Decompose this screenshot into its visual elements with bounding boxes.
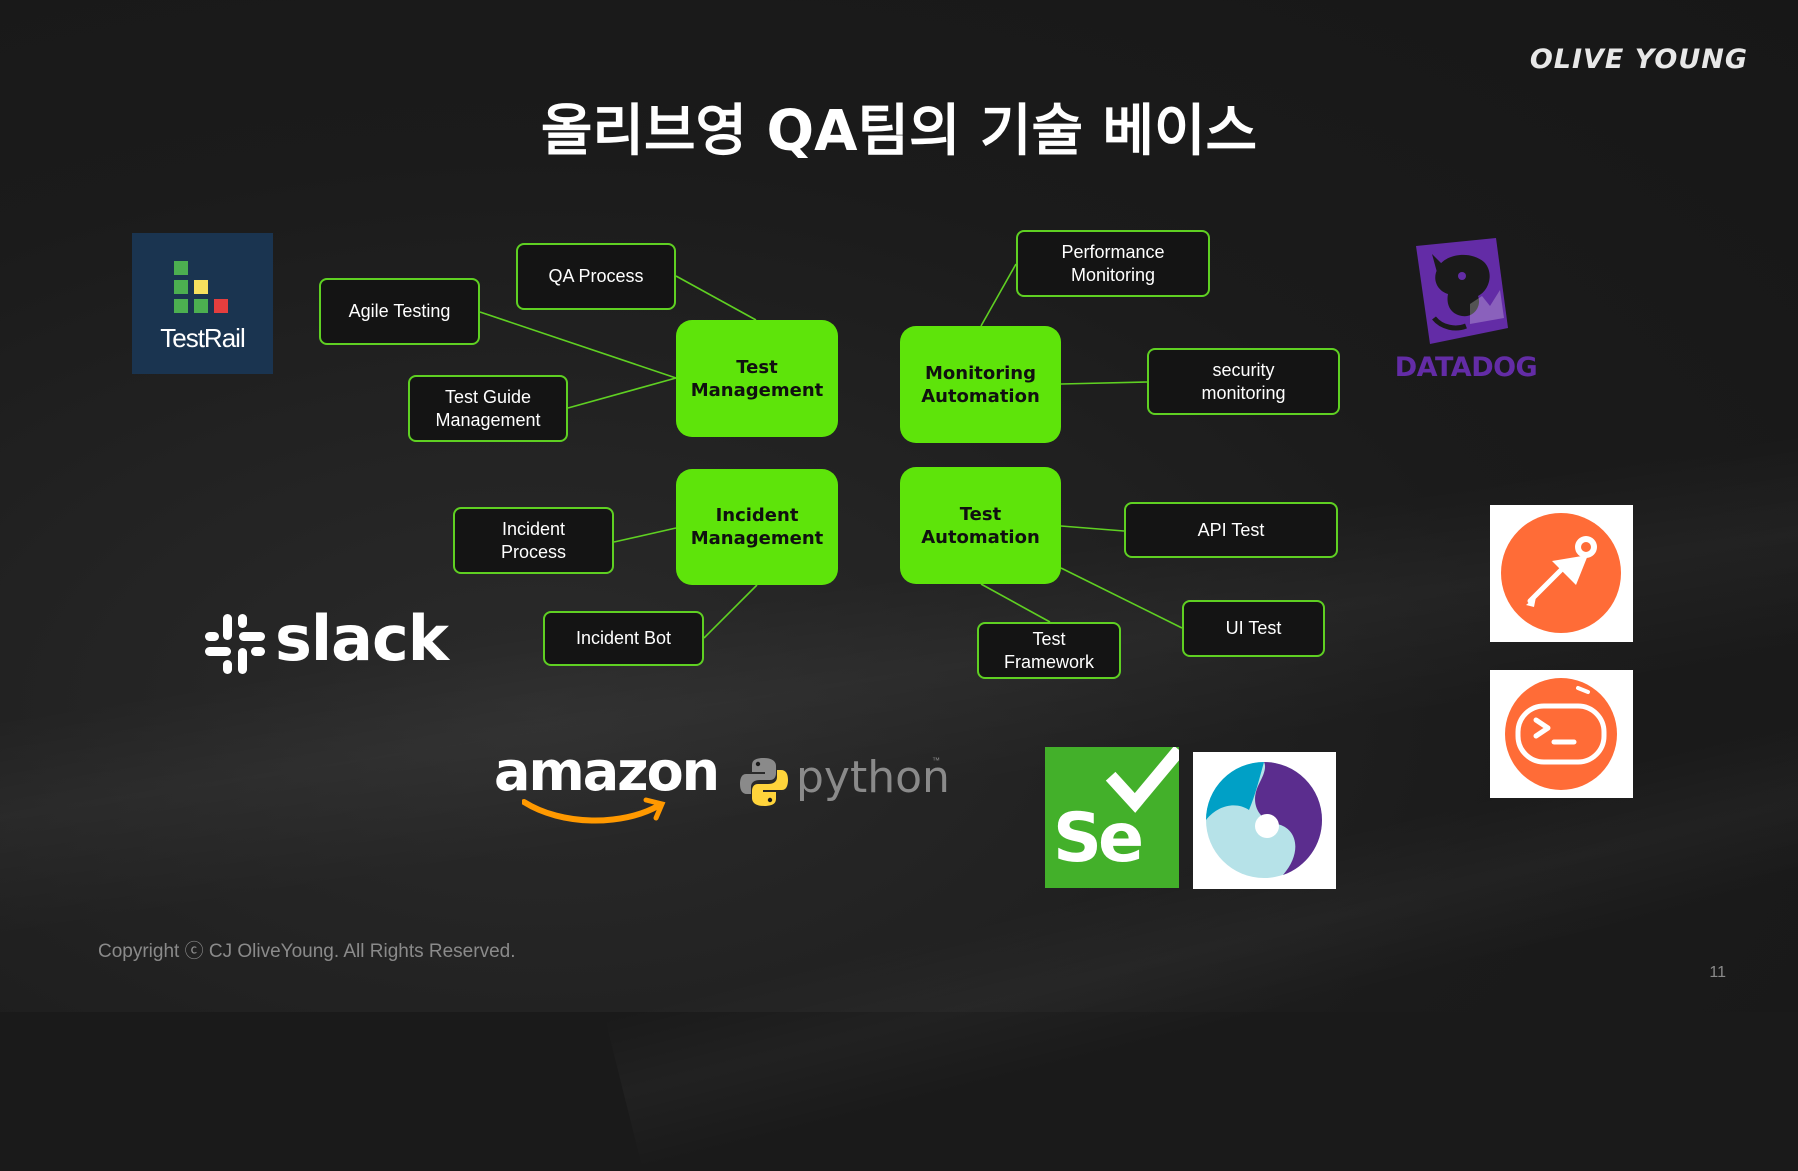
terminal-tool-icon (1505, 678, 1617, 790)
hub-test-automation: Test Automation (900, 467, 1061, 584)
selenium-label: Se (1053, 799, 1144, 878)
node-test-guide-management: Test Guide Management (408, 375, 568, 442)
connector-lines (479, 263, 1183, 639)
node-test-framework: Test Framework (977, 622, 1121, 679)
link-performance (980, 263, 1017, 327)
testrail-square (214, 299, 228, 313)
testrail-square (174, 261, 188, 275)
testrail-logo: TestRail (132, 233, 273, 374)
terminal-tool-logo (1490, 670, 1633, 798)
link-qa-process (675, 275, 757, 321)
amazon-logo: amazon (494, 740, 720, 830)
node-incident-bot: Incident Bot (543, 611, 704, 666)
datadog-label: DATADOG (1394, 352, 1538, 383)
python-trademark: ™ (932, 756, 940, 765)
link-security (1060, 381, 1148, 385)
amazon-smile-icon (522, 797, 666, 824)
node-agile-testing: Agile Testing (319, 278, 480, 345)
node-api-test: API Test (1124, 502, 1338, 558)
postman-icon (1501, 513, 1621, 633)
node-security-monitoring: security monitoring (1147, 348, 1340, 415)
testrail-label: TestRail (160, 323, 245, 353)
slack-logo: slack (203, 602, 449, 676)
slack-label: slack (275, 602, 449, 675)
datadog-dog-icon (1416, 238, 1508, 344)
link-ui-test (1060, 567, 1183, 629)
link-test-guide (567, 377, 677, 409)
circle-tool-icon (1206, 762, 1323, 878)
node-incident-process: Incident Process (453, 507, 614, 574)
testrail-square (174, 299, 188, 313)
hub-incident-management: Incident Management (676, 469, 838, 585)
node-performance-monitoring: Performance Monitoring (1016, 230, 1210, 297)
link-test-framework (980, 583, 1051, 623)
hub-test-management: Test Management (676, 320, 838, 437)
link-incident-bot (703, 584, 758, 639)
python-label: python (796, 752, 950, 803)
python-snake-icon (740, 758, 788, 806)
python-logo: python ™ (736, 750, 950, 820)
copyright-footer: Copyright ⓒ CJ OliveYoung. All Rights Re… (98, 941, 516, 962)
checkmark-icon (1105, 747, 1179, 813)
selenium-logo: Se (1045, 747, 1179, 888)
testrail-square (194, 280, 208, 294)
page-number: 11 (1709, 964, 1726, 981)
testrail-square (194, 299, 208, 313)
postman-logo (1490, 505, 1633, 642)
link-incident-process (613, 527, 677, 543)
amazon-label: amazon (494, 740, 720, 803)
link-agile-testing (479, 311, 677, 379)
node-qa-process: QA Process (516, 243, 676, 310)
node-ui-test: UI Test (1182, 600, 1325, 657)
brand-logo-text: OLIVE YOUNG (1529, 44, 1748, 75)
page-title: 올리브영 QA팀의 기술 베이스 (540, 99, 1258, 164)
circle-tool-logo (1193, 752, 1336, 889)
testrail-square (174, 280, 188, 294)
datadog-logo: DATADOG (1386, 232, 1546, 392)
link-api-test (1060, 525, 1125, 532)
hub-monitoring-automation: Monitoring Automation (900, 326, 1061, 443)
slack-hash-icon (205, 614, 265, 674)
